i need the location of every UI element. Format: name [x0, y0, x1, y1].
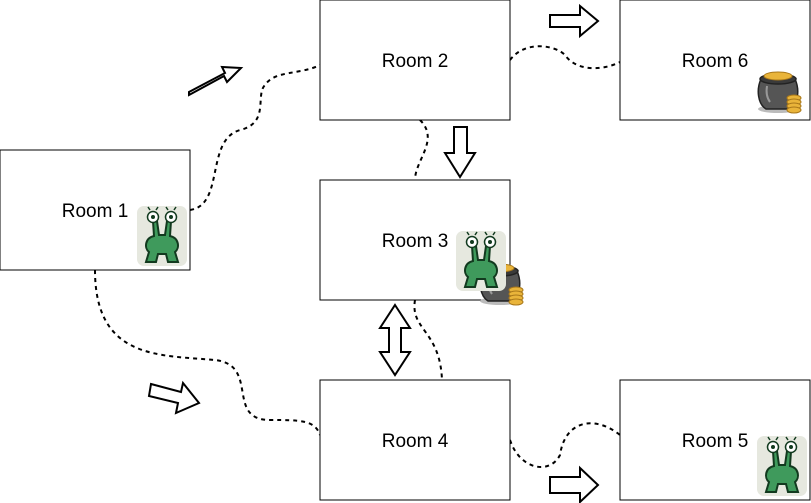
arrow-room1-to-room4: [147, 380, 201, 415]
room-1: Room 1: [0, 149, 191, 271]
room-3: Room 3: [319, 179, 524, 306]
room-4: Room 4: [319, 379, 511, 501]
arrow-room3-room4-bidirectional: [378, 303, 412, 377]
room-3-label: Room 3: [382, 231, 449, 252]
connector-room1-room2: [189, 64, 321, 211]
alien-icon: [455, 230, 507, 292]
room-5-label: Room 5: [682, 431, 749, 452]
room-2-label: Room 2: [382, 51, 449, 72]
arrow-room4-to-room5: [549, 465, 600, 503]
room-4-label: Room 4: [382, 431, 449, 452]
connector-room2-room3: [414, 119, 429, 181]
room-6-label: Room 6: [682, 51, 749, 72]
alien-icon: [136, 205, 188, 267]
connector-room1-room4: [94, 269, 321, 436]
arrow-room2-to-room3: [443, 126, 477, 179]
room-5: Room 5: [619, 379, 811, 501]
connector-room4-room5: [509, 422, 621, 468]
room-2: Room 2: [319, 0, 511, 121]
arrow-room2-to-room6: [549, 3, 600, 39]
arrow-room1-to-room2: [188, 65, 244, 97]
connector-room3-room4: [413, 299, 443, 381]
alien-icon: [756, 435, 808, 497]
pot-of-gold-icon: [757, 71, 802, 114]
room-1-label: Room 1: [62, 201, 129, 222]
room-6: Room 6: [619, 0, 811, 121]
connector-room2-room6: [509, 45, 621, 70]
